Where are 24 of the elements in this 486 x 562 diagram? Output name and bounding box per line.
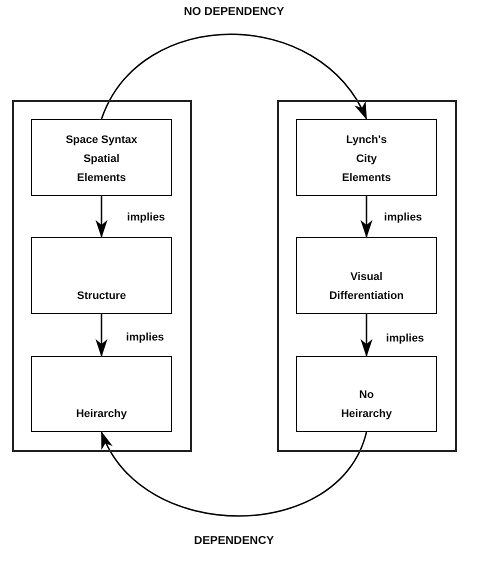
group-frame — [277, 100, 457, 452]
node-label: Heirarchy — [76, 407, 127, 422]
process-box — [31, 119, 172, 196]
node-label: Lynch's City Elements — [341, 133, 392, 186]
edge-label: implies — [384, 332, 426, 346]
node-label: No Heirarchy — [340, 388, 393, 422]
curved-arrow — [100, 431, 368, 517]
arrow — [96, 196, 108, 238]
arrow — [360, 196, 372, 238]
process-box — [296, 237, 437, 314]
arrow — [96, 314, 108, 357]
node-label: Space Syntax Spatial Elements — [64, 133, 138, 186]
group-frame — [12, 100, 192, 452]
node-label: Structure — [77, 289, 126, 304]
edge-label: implies — [124, 331, 166, 345]
edge-label: implies — [382, 211, 424, 225]
node-label: Visual Differentiation — [328, 270, 405, 304]
edge-label: implies — [125, 211, 167, 225]
process-box — [296, 119, 437, 196]
process-box — [296, 356, 437, 432]
process-box — [31, 237, 172, 314]
process-box — [31, 356, 172, 432]
arrow — [360, 314, 372, 357]
curved-arrow — [100, 34, 368, 120]
